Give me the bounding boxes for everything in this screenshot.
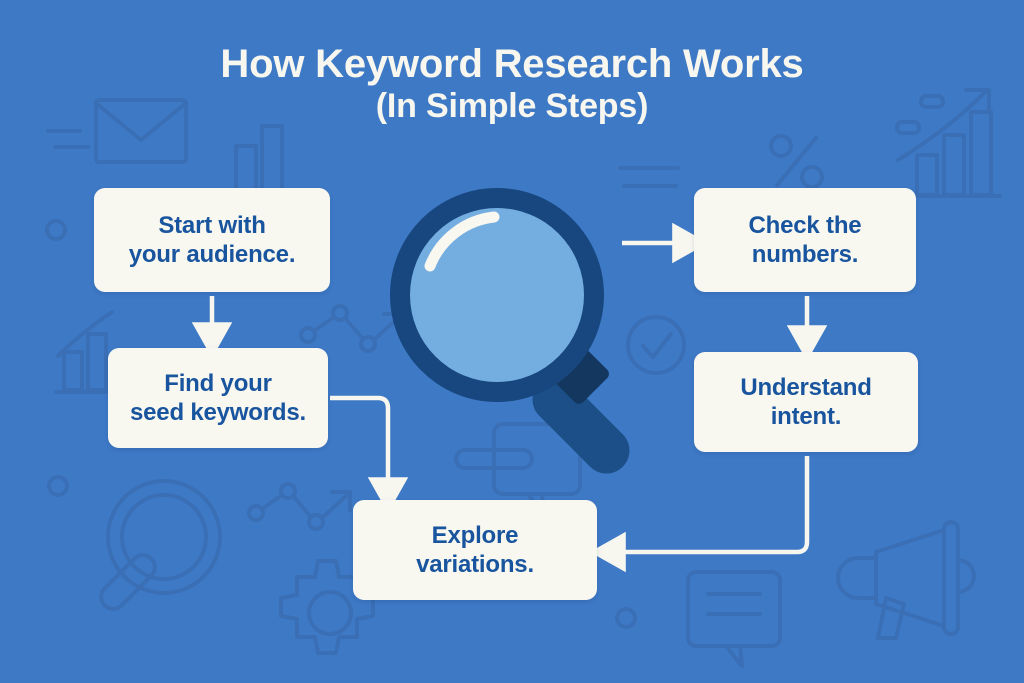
step-card-check-the-numbers[interactable]: Check the numbers. [694,188,916,292]
megaphone-icon [836,520,976,640]
small-circle-icon [47,475,69,497]
step-card-start-with-your-audience[interactable]: Start with your audience. [94,188,330,292]
document-lines-icon [46,129,90,149]
step-card-label: Check the numbers. [748,211,862,268]
percent-icon [769,134,824,189]
search-outline-icon [99,479,222,611]
speech-bubble-icon [686,570,782,668]
title-line-1: How Keyword Research Works [220,42,804,86]
document-lines-icon [618,166,680,188]
small-circle-icon [45,219,67,241]
line-chart-icon [247,482,352,531]
bar-chart-icon [904,110,1002,198]
magnifying-glass [390,188,630,474]
step-card-label: Explore variations. [416,521,534,578]
page-title: How Keyword Research Works (In Simple St… [0,42,1024,125]
bar-chart-icon [54,310,118,394]
step-card-find-your-seed-keywords[interactable]: Find your seed keywords. [108,348,328,448]
title-line-2: (In Simple Steps) [375,86,649,125]
magnifier-highlight [424,211,500,272]
step-card-label: Find your seed keywords. [130,369,306,426]
step-card-explore-variations[interactable]: Explore variations. [353,500,597,600]
trend-arrow-icon [895,88,991,162]
step-card-label: Understand intent. [740,373,872,430]
envelope-icon [94,98,188,164]
small-circle-icon [615,607,637,629]
gear-icon [279,559,375,655]
arrow-step5-to-step3 [589,456,810,573]
magnifier-lens [410,208,584,382]
check-circle-icon [626,315,686,375]
step-card-label: Start with your audience. [128,211,296,268]
arrow-step2-to-step3 [330,395,409,514]
step-card-understand-intent[interactable]: Understand intent. [694,352,918,452]
